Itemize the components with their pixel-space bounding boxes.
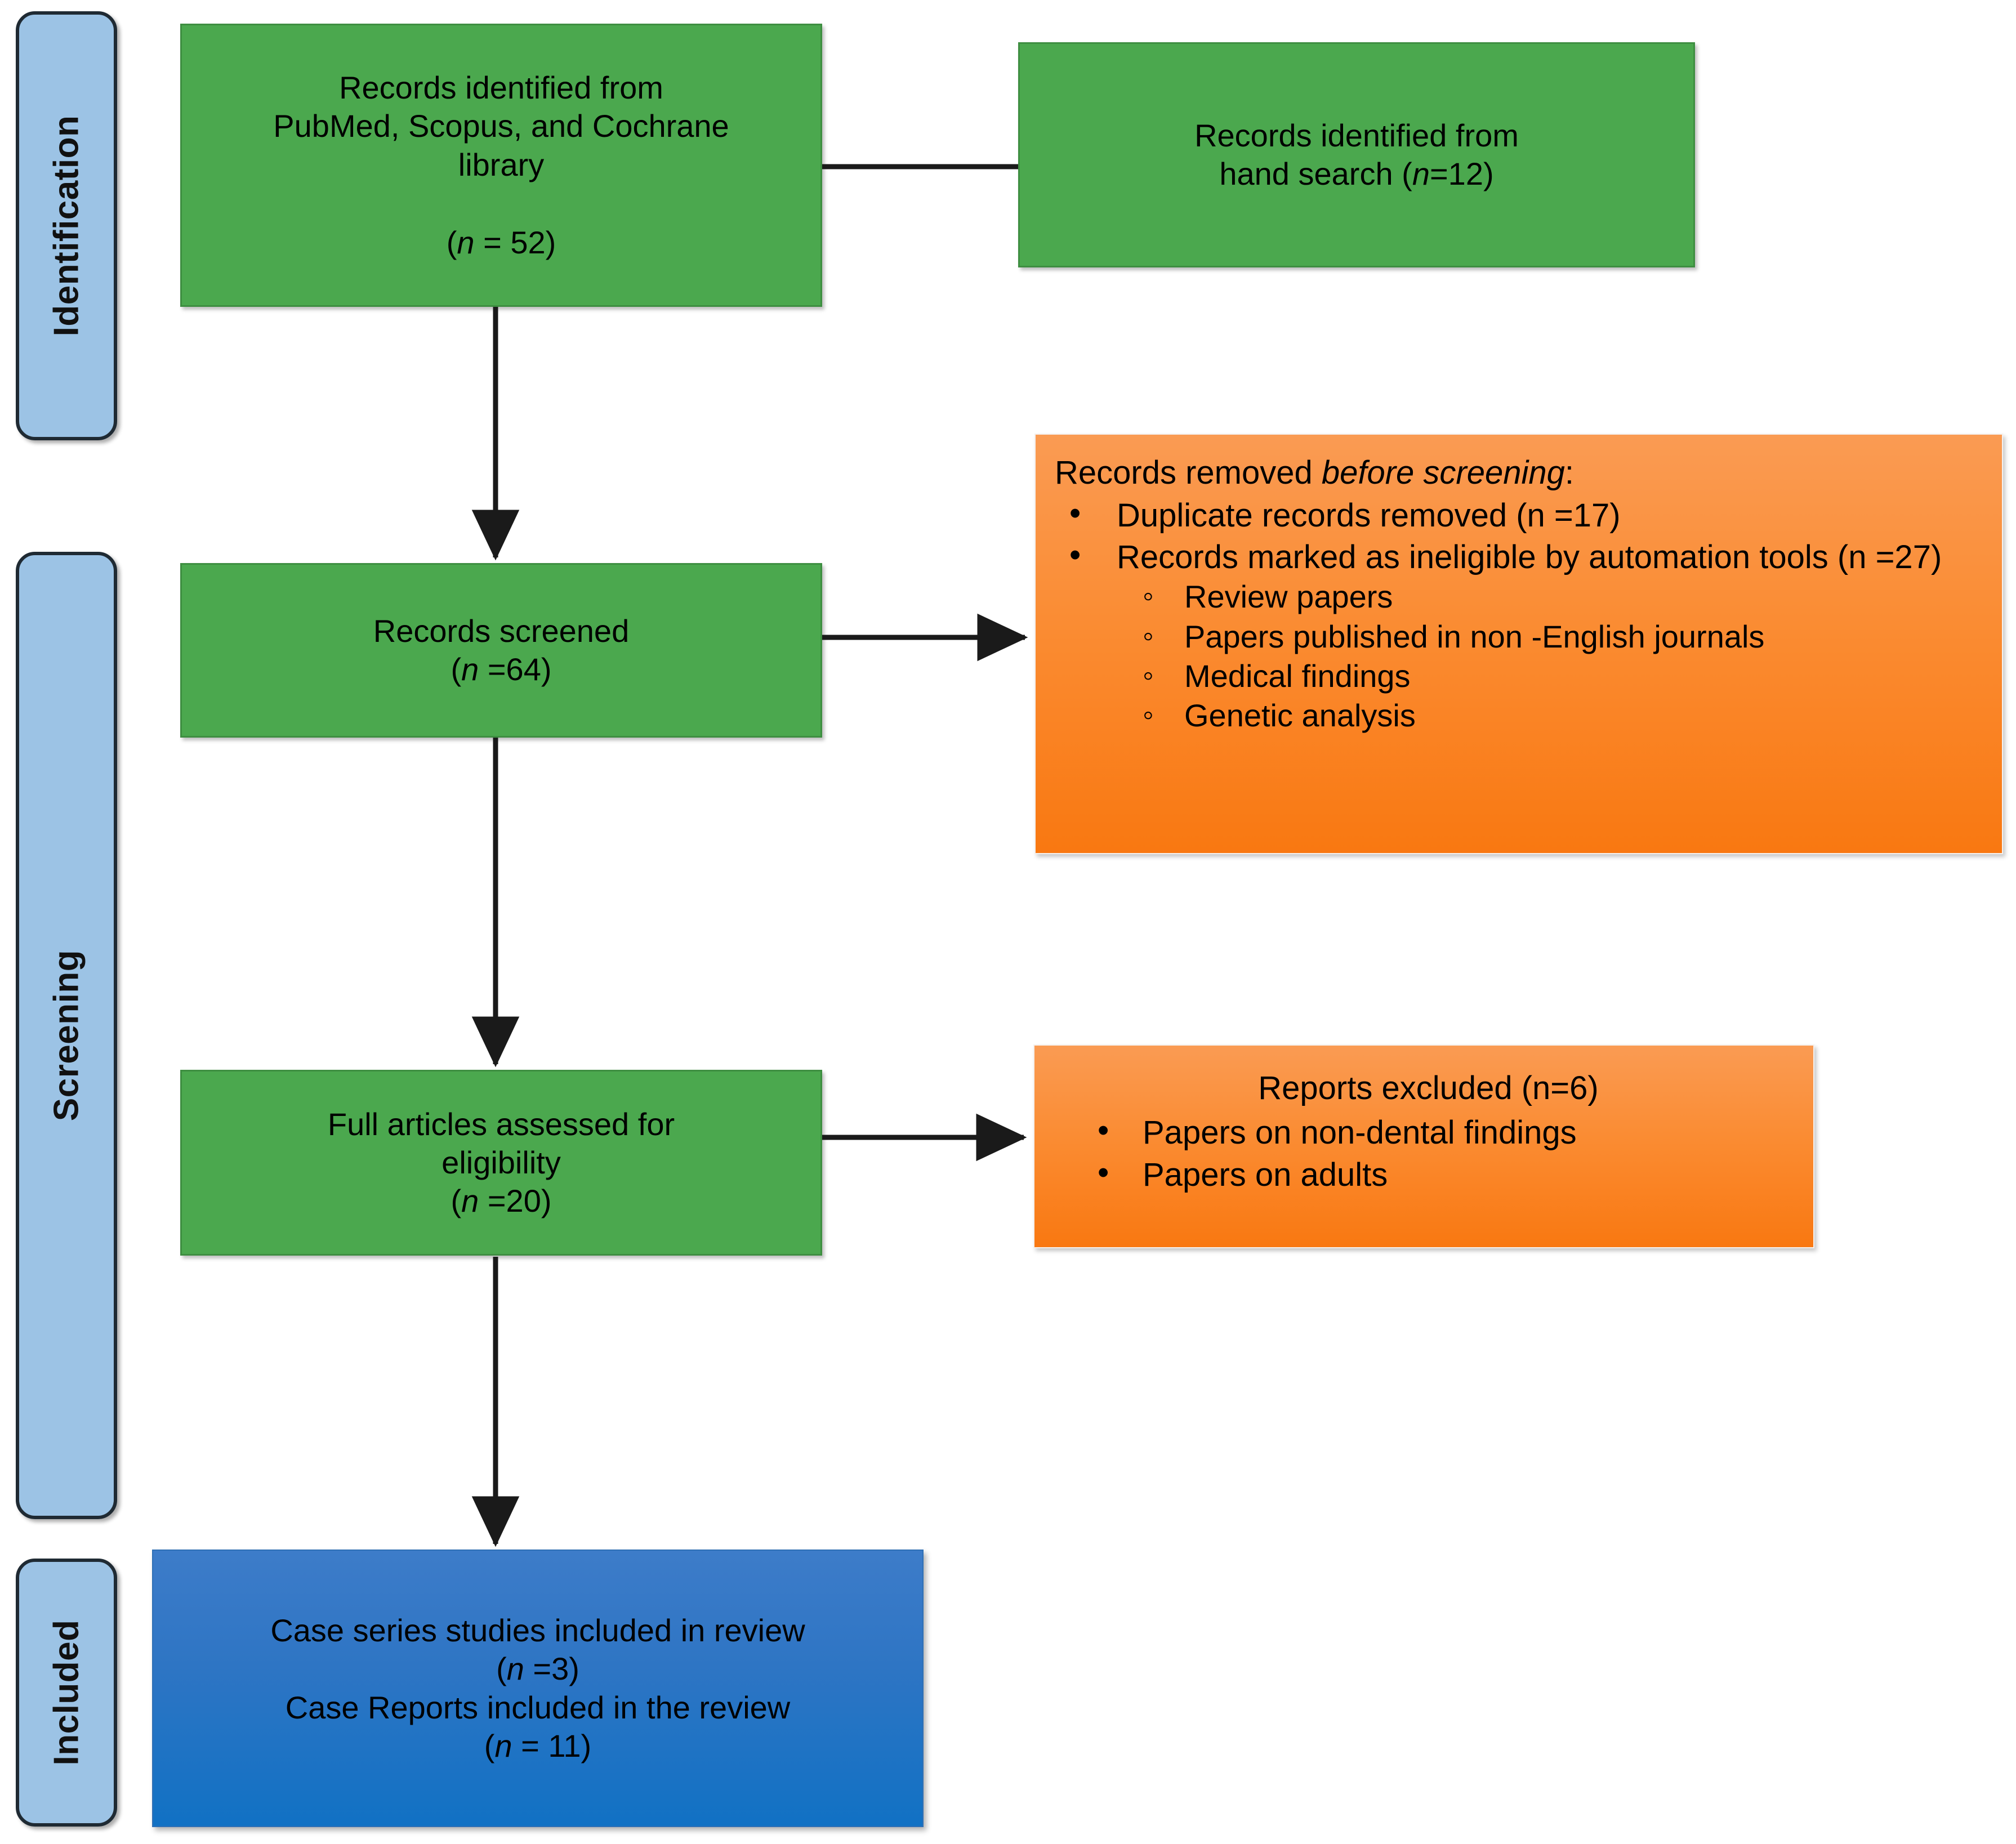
box-included-studies[interactable]: Case series studies included in review (… [152,1550,924,1827]
list-item: Duplicate records removed (n =17) [1056,494,2002,535]
reports-excluded-item-1: Papers on adults [1143,1157,1388,1194]
stage-tab-included[interactable]: Included [16,1559,117,1827]
included-studies-line1: Case series studies included in review [270,1612,805,1648]
records-removed-heading: Records removed before screening: [1055,454,1575,491]
stage-tab-identification[interactable]: Identification [16,11,117,440]
list-item: Papers published in non -English journal… [1117,617,2002,656]
records-identified-count: (n = 52) [446,224,556,260]
records-identified-line3: library [458,146,545,182]
full-articles-count: (n =20) [451,1183,552,1219]
box-hand-search[interactable]: Records identified from hand search (n=1… [1018,42,1695,267]
records-identified-line2: PubMed, Scopus, and Cochrane [273,108,729,144]
records-identified-line1: Records identified from [339,69,663,105]
included-studies-count2: (n = 11) [484,1727,592,1763]
records-screened-count: (n =64) [451,651,552,687]
list-item: Genetic analysis [1117,695,2002,735]
full-articles-line2: eligibility [441,1144,561,1180]
list-item: Medical findings [1117,656,2002,695]
list-item: Papers on adults [1089,1153,1813,1195]
records-screened-line1: Records screened [373,613,630,649]
records-removed-sub-0: Review papers [1184,579,1393,615]
list-item: Papers on non-dental findings [1089,1111,1813,1153]
records-removed-sub-2: Medical findings [1184,658,1411,694]
records-removed-list: Duplicate records removed (n =17) Record… [1036,494,2002,737]
list-item: Records marked as ineligible by automati… [1056,535,2002,735]
box-records-identified[interactable]: Records identified from PubMed, Scopus, … [180,24,822,307]
box-records-screened[interactable]: Records screened (n =64) [180,563,822,738]
stage-tab-screening[interactable]: Screening [16,552,117,1519]
reports-excluded-list: Papers on non-dental findings Papers on … [1034,1111,1813,1198]
full-articles-line1: Full articles assessed for [327,1106,675,1142]
list-item: Review papers [1117,577,2002,616]
hand-search-line2: hand search (n=12) [1219,156,1494,191]
included-studies-line2: Case Reports included in the review [285,1689,791,1725]
reports-excluded-item-0: Papers on non-dental findings [1143,1114,1577,1151]
records-removed-sub-3: Genetic analysis [1184,698,1416,734]
records-removed-item-1: Records marked as ineligible by automati… [1117,538,1942,575]
records-removed-sublist: Review papers Papers published in non -E… [1117,577,2002,735]
hand-search-line1: Records identified from [1194,117,1519,153]
included-studies-count1: (n =3) [496,1651,579,1687]
box-full-articles[interactable]: Full articles assessed for eligibility (… [180,1070,822,1256]
records-removed-item-0: Duplicate records removed (n =17) [1117,497,1621,534]
box-records-removed[interactable]: Records removed before screening: Duplic… [1034,434,2003,854]
reports-excluded-heading: Reports excluded (n=6) [1258,1070,1599,1106]
box-reports-excluded[interactable]: Reports excluded (n=6) Papers on non-den… [1033,1044,1814,1248]
records-removed-sub-1: Papers published in non -English journal… [1184,618,1765,654]
